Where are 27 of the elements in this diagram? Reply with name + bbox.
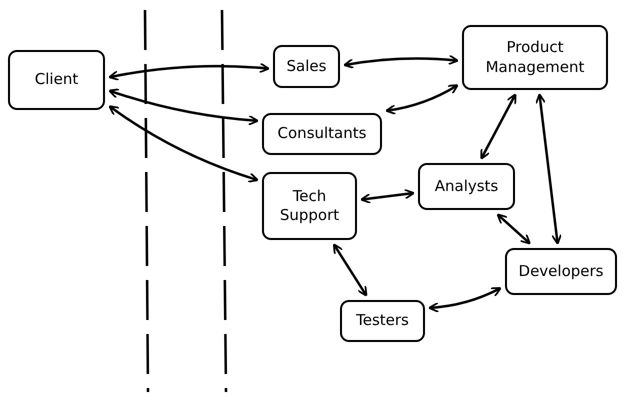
double-arrow bbox=[108, 105, 259, 183]
process-box bbox=[505, 248, 617, 295]
box-label: Analysts bbox=[434, 176, 498, 196]
double-arrow bbox=[108, 62, 270, 81]
double-arrow bbox=[385, 84, 459, 115]
box-label: Client bbox=[34, 70, 78, 90]
box-label: Tech Support bbox=[278, 186, 340, 226]
box-label: Sales bbox=[286, 56, 326, 76]
process-box bbox=[8, 50, 105, 110]
box-label: Testers bbox=[356, 311, 409, 331]
double-arrow bbox=[343, 54, 459, 69]
double-arrow bbox=[332, 243, 368, 297]
box-label: Product Management bbox=[484, 38, 586, 77]
double-arrow bbox=[496, 214, 531, 244]
process-box bbox=[273, 45, 340, 88]
double-arrow bbox=[535, 93, 562, 245]
double-arrow bbox=[428, 287, 502, 313]
double-arrow bbox=[108, 88, 259, 126]
box-label: Consultants bbox=[278, 124, 366, 144]
box-label: Developers bbox=[518, 262, 604, 282]
process-box bbox=[262, 113, 382, 155]
process-box bbox=[340, 300, 425, 342]
process-box bbox=[418, 163, 515, 210]
process-box bbox=[462, 25, 608, 90]
process-box bbox=[262, 172, 357, 240]
double-arrow bbox=[360, 188, 415, 204]
double-arrow bbox=[480, 93, 516, 160]
